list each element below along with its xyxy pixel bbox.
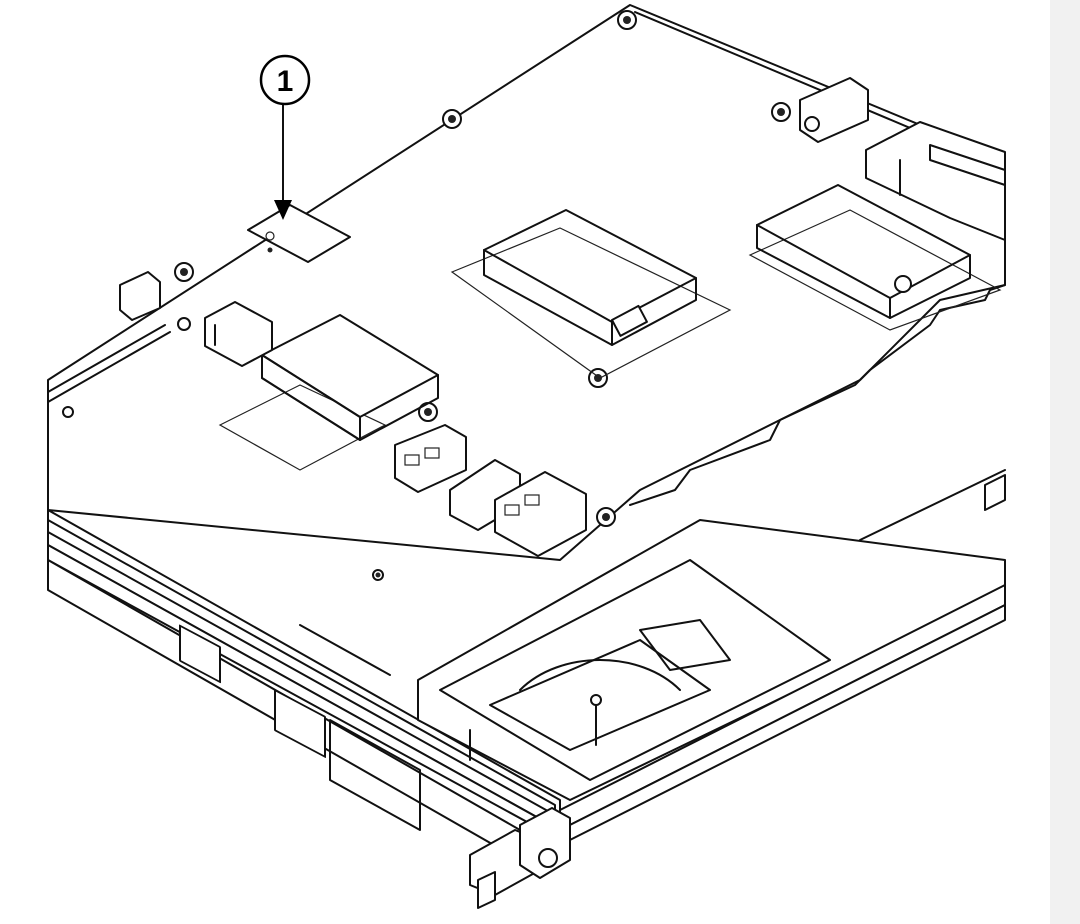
heatsink-center <box>450 209 732 379</box>
callout-1: 1 <box>259 54 311 220</box>
diagram-area: 1 <box>47 4 1006 909</box>
ejector-latch <box>469 807 571 909</box>
highlighted-module <box>247 204 351 263</box>
connector-block-top-right <box>799 77 1006 241</box>
port-block <box>218 314 439 471</box>
callout-label: 1 <box>277 65 294 98</box>
mounting-screws <box>62 10 893 662</box>
callout-circle <box>259 54 311 106</box>
heatsink-right <box>748 184 1002 331</box>
network-ports <box>394 424 587 557</box>
small-connectors-left <box>47 271 273 403</box>
chassis-side-rail <box>559 469 1006 846</box>
chassis-front-rail <box>47 509 561 861</box>
router-board-illustration: 1 <box>47 4 1006 909</box>
side-margin-panel <box>1050 0 1080 924</box>
